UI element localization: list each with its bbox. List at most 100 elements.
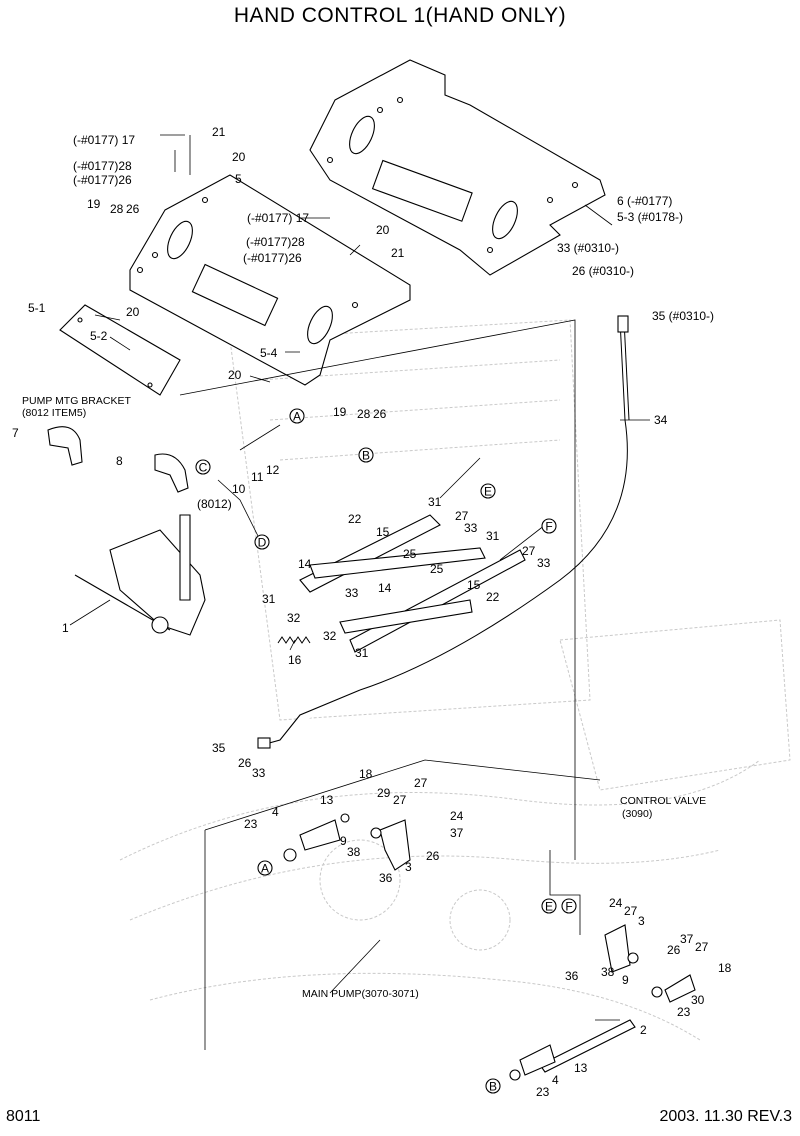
note-control-valve-ref: (3090) <box>622 808 652 820</box>
label-24-a: 24 <box>450 809 464 823</box>
svg-text:F: F <box>545 520 552 534</box>
label-33-c: 33 <box>537 556 551 570</box>
label-5-2: 5-2 <box>90 329 108 343</box>
svg-text:D: D <box>258 536 267 550</box>
label-37-a: 37 <box>450 826 464 840</box>
spring-16 <box>277 636 311 644</box>
label-20-d: 20 <box>228 368 242 382</box>
label-31-d: 31 <box>355 646 369 660</box>
label-36-b: 36 <box>565 969 579 983</box>
label-19-b: 19 <box>333 405 347 419</box>
label-14-b: 14 <box>378 581 392 595</box>
svg-text:A: A <box>293 410 301 424</box>
label-9-b: 9 <box>622 973 629 987</box>
part-labels: (-#0177) 17 21 20 (-#0177)28 (-#0177)26 … <box>12 125 732 1099</box>
bracket-plate-upper <box>309 59 606 276</box>
label-9-a: 9 <box>340 834 347 848</box>
label-33-a: 33 (#0310-) <box>557 241 619 255</box>
label-20-a: 20 <box>232 150 246 164</box>
label-37-b: 37 <box>680 932 694 946</box>
label-26-a: (-#0177)26 <box>73 173 132 187</box>
page-title: HAND CONTROL 1(HAND ONLY) <box>233 4 567 27</box>
label-26-g: 26 <box>426 849 440 863</box>
label-15-b: 15 <box>467 578 481 592</box>
label-3-a: 3 <box>405 860 412 874</box>
svg-text:A: A <box>261 862 269 876</box>
label-32-a: 32 <box>287 611 301 625</box>
label-27-d: 27 <box>393 793 407 807</box>
svg-text:F: F <box>565 900 572 914</box>
label-28-a: (-#0177)28 <box>73 159 132 173</box>
callout-E-lower: E <box>541 898 557 914</box>
callout-B-upper: B <box>358 447 374 463</box>
label-25-b: 25 <box>430 562 444 576</box>
label-13-b: 13 <box>574 1061 588 1075</box>
page-number: 8011 <box>6 1108 41 1125</box>
circle-callouts: A B C D E F A E F B <box>195 408 577 1094</box>
label-5: 5 <box>235 172 242 186</box>
label-27-a: 27 <box>455 509 469 523</box>
notes: PUMP MTG BRACKET (8012 ITEM5) CONTROL VA… <box>22 395 706 1000</box>
main-pump-linkage <box>283 813 411 871</box>
bracket-plate-lower <box>129 174 411 386</box>
label-20-c: 20 <box>126 305 140 319</box>
label-17-a: (-#0177) 17 <box>73 133 135 147</box>
label-29: 29 <box>377 786 391 800</box>
label-10: 10 <box>232 482 246 496</box>
control-cable-34 <box>257 315 630 749</box>
svg-text:B: B <box>489 1080 497 1094</box>
label-5-1: 5-1 <box>28 301 46 315</box>
background-excavator-ghost <box>119 319 791 1041</box>
label-3-b: 3 <box>638 914 645 928</box>
label-14-a: 14 <box>298 557 312 571</box>
label-31-b: 31 <box>486 529 500 543</box>
label-5-3: 5-3 (#0178-) <box>617 210 683 224</box>
callout-E-upper: E <box>480 483 496 499</box>
label-11: 11 <box>251 470 264 484</box>
label-18-b: 18 <box>718 961 732 975</box>
note-8012: (8012) <box>197 497 232 511</box>
label-8: 8 <box>116 454 123 468</box>
label-27-f: 27 <box>695 940 709 954</box>
svg-text:B: B <box>362 449 370 463</box>
leader-lines <box>69 134 650 1021</box>
callout-F-lower: F <box>561 898 577 914</box>
label-26-b: 26 <box>126 202 140 216</box>
label-15-a: 15 <box>376 525 390 539</box>
label-28-d: 28 <box>357 407 371 421</box>
label-4-b: 4 <box>552 1073 559 1087</box>
label-26-h: 26 <box>667 943 681 957</box>
label-12: 12 <box>266 463 280 477</box>
label-25-a: 25 <box>403 547 417 561</box>
callout-F-upper: F <box>541 518 557 534</box>
label-6: 6 (-#0177) <box>617 194 672 208</box>
label-33-d: 33 <box>345 586 359 600</box>
note-main-pump: MAIN PUMP(3070-3071) <box>302 988 419 1000</box>
date-revision: 2003. 11.30 REV.3 <box>659 1108 792 1125</box>
callout-A-upper: A <box>289 408 305 424</box>
label-27-b: 27 <box>522 544 536 558</box>
label-28-c: (-#0177)28 <box>246 235 305 249</box>
svg-text:E: E <box>545 900 553 914</box>
label-34: 34 <box>654 413 668 427</box>
label-23-c: 23 <box>536 1085 550 1099</box>
label-22-a: 22 <box>348 512 362 526</box>
label-4-a: 4 <box>272 805 279 819</box>
note-pump-mtg: PUMP MTG BRACKET <box>22 395 131 407</box>
label-28-b: 28 <box>110 202 124 216</box>
label-36-a: 36 <box>379 871 393 885</box>
label-31-a: 31 <box>428 495 442 509</box>
callout-A-lower: A <box>257 860 273 876</box>
enclosure-lines <box>179 319 601 1050</box>
control-valve-linkage <box>509 924 696 1081</box>
label-35-a: 35 (#0310-) <box>652 309 714 323</box>
label-1: 1 <box>62 621 69 635</box>
label-26-d: 26 (#0310-) <box>572 264 634 278</box>
label-7: 7 <box>12 426 19 440</box>
note-pump-mtg-ref: (8012 ITEM5) <box>22 407 86 419</box>
svg-text:C: C <box>199 461 208 475</box>
label-35-b: 35 <box>212 741 226 755</box>
svg-text:E: E <box>484 485 492 499</box>
callout-C: C <box>195 459 211 475</box>
